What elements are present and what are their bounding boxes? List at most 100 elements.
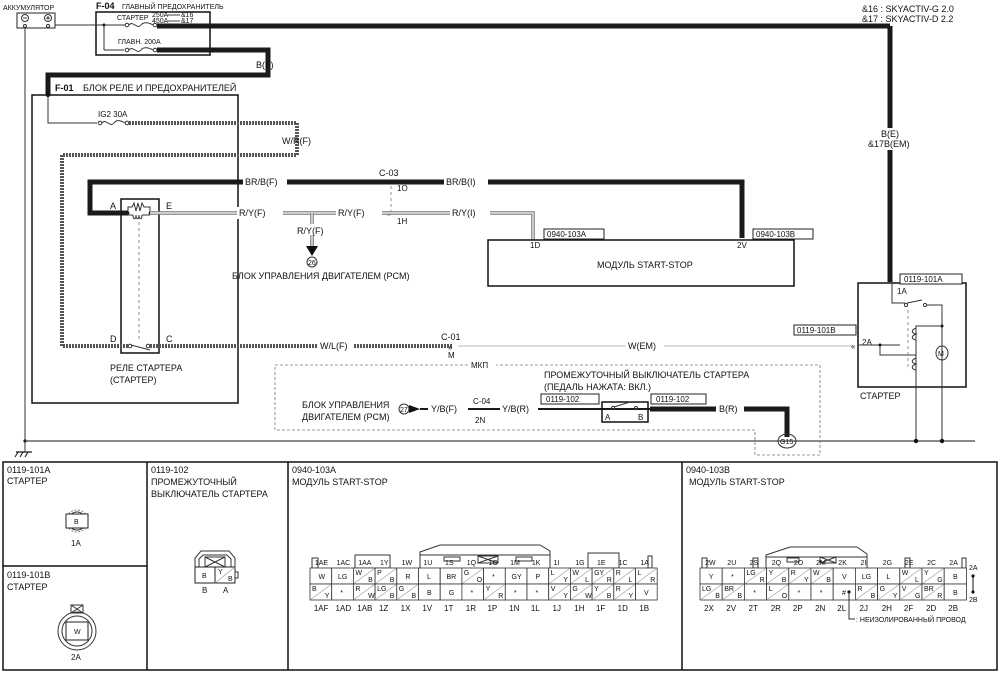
p5-pin-cell: VG: [899, 583, 923, 601]
wire-label-ryf2: R/Y(F): [338, 208, 365, 218]
p4-wire-color: GY: [594, 570, 604, 577]
p4-pin-cell: WL: [570, 567, 593, 585]
p4-top-pin-label: 1G: [575, 560, 584, 567]
p4-wire-stripe: O: [477, 577, 483, 584]
start-stop-module[interactable]: [487, 239, 795, 287]
battery[interactable]: [16, 12, 56, 29]
p5-wire-color: LG: [746, 570, 755, 577]
p5-wire-color: R: [857, 586, 862, 593]
panel-0119-101b: 0119-101B СТАРТЕР W 2A: [7, 570, 97, 662]
p4-wire-stripe: Y: [629, 593, 634, 600]
main-fuse-code: F-04: [96, 1, 115, 11]
p4-pin-cell: LGB: [374, 583, 398, 601]
p4-wire-stripe: B: [368, 577, 373, 584]
p4-top-pin-label: 1K: [532, 560, 541, 567]
p4-wire-stripe: R: [498, 593, 503, 600]
pcm-label-top: БЛОК УПРАВЛЕНИЯ ДВИГАТЕЛЕМ (PCM): [232, 271, 409, 281]
p5-bottom-pin-label: 2V: [726, 604, 736, 613]
pcm-connector-26[interactable]: [306, 256, 318, 268]
p4-pin-cell: B: [418, 583, 441, 601]
p4-bottom-pin-label: 1N: [509, 604, 519, 613]
p4-top-pin-label: 1S: [445, 560, 454, 567]
p5-wire-stripe: Y: [893, 593, 898, 600]
p4-wire-stripe: B: [390, 593, 395, 600]
relay-box: [31, 94, 239, 404]
p4-pin-cell: GW: [570, 583, 593, 601]
wire-label-brbi: BR/B(I): [446, 177, 476, 187]
p4-pin-cell: LR: [635, 567, 658, 585]
p4-wire-color: G: [399, 586, 404, 593]
p4-pin-cell: *: [504, 583, 528, 601]
motor-icon: M: [935, 345, 949, 361]
ground-point-g15[interactable]: [777, 433, 797, 449]
interlock-title: ПРОМЕЖУТОЧНЫЙ ВЫКЛЮЧАТЕЛЬ СТАРТЕРА: [544, 369, 749, 380]
p5-wire-color: G: [880, 586, 885, 593]
connector-c03: C-03: [379, 168, 399, 178]
p5-pin-cell: B: [943, 583, 967, 601]
p4-top-pin-label: 1I: [554, 560, 560, 567]
p5-wire-color: B: [953, 574, 958, 581]
p4-wire-color: L: [427, 574, 431, 581]
p4-bottom-pin-label: 1AB: [357, 604, 372, 613]
p4-top-pin-label: 1AA: [358, 560, 372, 567]
p4-wire-color: *: [514, 590, 517, 597]
p4-top-pin-label: 1AC: [337, 560, 351, 567]
p5-pin-cell: *: [744, 583, 768, 601]
p4-pin-cell: P: [526, 567, 550, 585]
p4-bottom-pin-label: 1Z: [379, 604, 388, 613]
p5-top-pin-label: 2U: [727, 560, 736, 567]
conn-0119-101b: 0119-101B: [797, 326, 836, 335]
p4-wire-stripe: B: [412, 593, 417, 600]
p4-pin-cell: *: [331, 583, 354, 601]
p5-pin-cell: GY: [877, 583, 901, 601]
p4-wire-stripe: W: [368, 593, 375, 600]
p5-pin-cell: WB: [810, 567, 834, 585]
p4-top-pin-label: 1Y: [380, 560, 389, 567]
p5-wire-color: *: [753, 590, 756, 597]
svg-text:ПРОМЕЖУТОЧНЫЙ: ПРОМЕЖУТОЧНЫЙ: [151, 476, 237, 487]
p4-wire-stripe: Y: [563, 577, 568, 584]
start-stop-title: МОДУЛЬ START-STOP: [597, 260, 693, 270]
starter[interactable]: [857, 282, 967, 388]
svg-text:B: B: [202, 573, 207, 580]
p5-pin-cell: BRB: [721, 583, 745, 601]
p5-wire-stripe: G: [937, 577, 942, 584]
svg-text:B: B: [202, 586, 207, 595]
relay-coil-icon: [126, 201, 152, 340]
p4-pin-cell: YR: [483, 583, 506, 601]
wire-label-ryf3: R/Y(F): [297, 226, 324, 236]
p4-wire-color: Y: [486, 586, 491, 593]
mkp-label: МКП: [471, 361, 488, 370]
p5-pin-cell: L: [877, 567, 901, 585]
p4-wire-stripe: L: [585, 577, 589, 584]
main-fuse-title: ГЛАВНЫЙ ПРЕДОХРАНИТЕЛЬ: [122, 2, 224, 11]
wire-label-be: B(E): [881, 129, 899, 139]
p4-wire-stripe: W: [585, 593, 592, 600]
svg-text:0119-102: 0119-102: [151, 465, 188, 475]
p5-pin-cell: BRR: [921, 583, 945, 601]
p4-top-pin-label: 1O: [488, 560, 498, 567]
p4-wire-color: V: [551, 586, 556, 593]
svg-text:M: M: [448, 351, 455, 360]
p5-top-pin-label: 2G: [883, 560, 892, 567]
svg-text:A: A: [605, 413, 611, 422]
p4-wire-color: W: [572, 570, 579, 577]
p5-top-pin-label: 2K: [838, 560, 847, 567]
p5-wire-color: V: [842, 574, 847, 581]
legend-line-17: &17 : SKYACTIV-D 2.2: [862, 14, 953, 24]
interlock-subtitle: (ПЕДАЛЬ НАЖАТА: ВКЛ.): [544, 382, 651, 392]
p5-wire-stripe: B: [782, 577, 787, 584]
p5-wire-color: *: [731, 574, 734, 581]
main-fuse-200-label: ГЛАВН. 200A: [118, 39, 161, 46]
p4-top-pin-label: 1M: [510, 560, 520, 567]
interlock-switch[interactable]: [601, 401, 649, 423]
svg-text:27: 27: [400, 407, 408, 414]
p5-pin-cell: *: [721, 567, 745, 585]
p5-top-pin-label: 2I: [861, 560, 867, 567]
p5-bottom-pin-label: 2X: [704, 604, 714, 613]
svg-text:1H: 1H: [397, 217, 407, 226]
svg-text:ДВИГАТЕЛЕМ (PCM): ДВИГАТЕЛЕМ (PCM): [302, 412, 390, 422]
p4-bottom-pin-label: 1J: [553, 604, 561, 613]
p4-wire-color: G: [464, 570, 469, 577]
p5-wire-color: V: [902, 586, 907, 593]
